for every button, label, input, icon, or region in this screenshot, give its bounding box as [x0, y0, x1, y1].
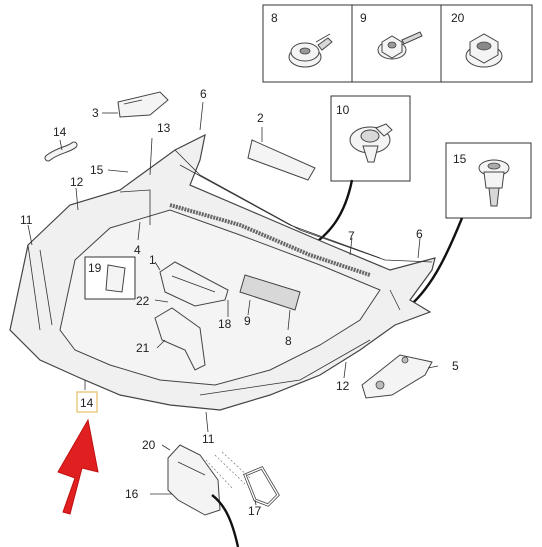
callout-16: 16 [125, 487, 139, 501]
nut-20-icon [465, 33, 503, 68]
clip-10-icon [349, 123, 393, 163]
callout-4: 4 [134, 243, 141, 257]
callout-20-bottom: 20 [142, 438, 156, 452]
clip-15-icon [478, 159, 510, 207]
callout-12-left: 12 [70, 175, 84, 189]
inset-label-20: 20 [451, 11, 465, 25]
bolt-9-icon [377, 31, 423, 60]
callout-14-top: 14 [53, 125, 67, 139]
callout-3: 3 [92, 106, 99, 120]
strip-18-icon [239, 274, 301, 311]
leader-arrow-bottom [211, 494, 240, 547]
inset-label-10: 10 [336, 103, 350, 117]
bracket-16-icon [167, 444, 221, 516]
callout-11-bottom: 11 [202, 432, 215, 446]
leader-lines [27, 101, 439, 506]
inset-clip-10: 10 [300, 95, 411, 252]
inset-row-top: 8 9 20 [262, 4, 533, 83]
inset-clip-15: 15 [400, 142, 532, 314]
highlighted-callout-14: 14 [76, 391, 98, 413]
callout-22: 22 [136, 294, 150, 308]
inset-label-8: 8 [271, 11, 278, 25]
inset-label-15: 15 [453, 152, 467, 166]
bracket-1-icon [159, 261, 229, 307]
inset-19 [84, 256, 136, 300]
callout-11-left: 11 [20, 213, 33, 227]
callout-14-highlight: 14 [80, 396, 94, 410]
callout-15: 15 [90, 163, 104, 177]
bracket-5-icon [361, 354, 433, 399]
callout-9: 9 [244, 314, 251, 328]
hose-14-icon [44, 141, 78, 162]
callout-5: 5 [452, 359, 459, 373]
callout-2: 2 [257, 111, 264, 125]
red-pointer-arrow-icon [57, 418, 99, 515]
callout-17: 17 [248, 504, 262, 518]
callout-7: 7 [348, 229, 355, 243]
bracket-3-icon [117, 91, 169, 118]
callout-8-mid: 8 [285, 334, 292, 348]
callout-18: 18 [218, 317, 232, 331]
callout-6-right: 6 [416, 227, 423, 241]
trim-21-icon [154, 307, 206, 371]
panel-2-icon [247, 139, 316, 181]
callout-19: 19 [88, 261, 102, 275]
callout-6-top: 6 [200, 87, 207, 101]
callout-13: 13 [157, 121, 171, 135]
callout-1: 1 [149, 253, 156, 267]
inset-label-9: 9 [360, 11, 367, 25]
callout-21: 21 [136, 341, 150, 355]
seal-17-icon [243, 466, 280, 507]
screw-8-icon [288, 33, 333, 68]
callout-12-bottom: 12 [336, 379, 350, 393]
callout-labels: 3 14 13 15 12 6 2 11 4 1 19 22 21 18 9 8… [20, 87, 459, 518]
